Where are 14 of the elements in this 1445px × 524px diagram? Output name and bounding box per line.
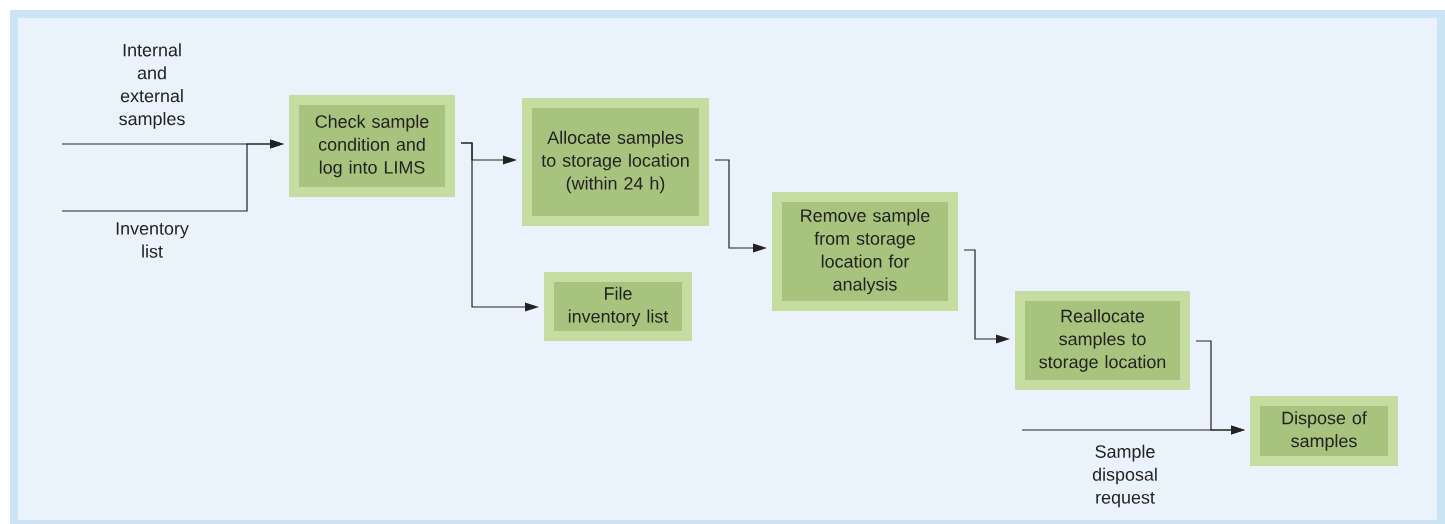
arrow [714,159,767,253]
process-box: Allocate samples to storage location (within 24 h) [522,98,709,226]
edge-label: Internal and external samples [119,43,185,129]
arrow [963,249,1010,344]
process-box: Remove sample from storage location for analysis [772,192,958,311]
arrow [1021,425,1245,435]
arrow [61,139,284,212]
process-box: File inventory list [544,272,692,341]
edge-label: Sample disposal request [1092,444,1157,508]
process-box: Reallocate samples to storage location [1015,291,1190,390]
process-box: Dispose of samples [1250,396,1398,466]
edge-label: Inventory list [116,222,189,258]
process-box: Check sample condition and log into LIMS [289,95,455,197]
arrow [460,142,539,312]
